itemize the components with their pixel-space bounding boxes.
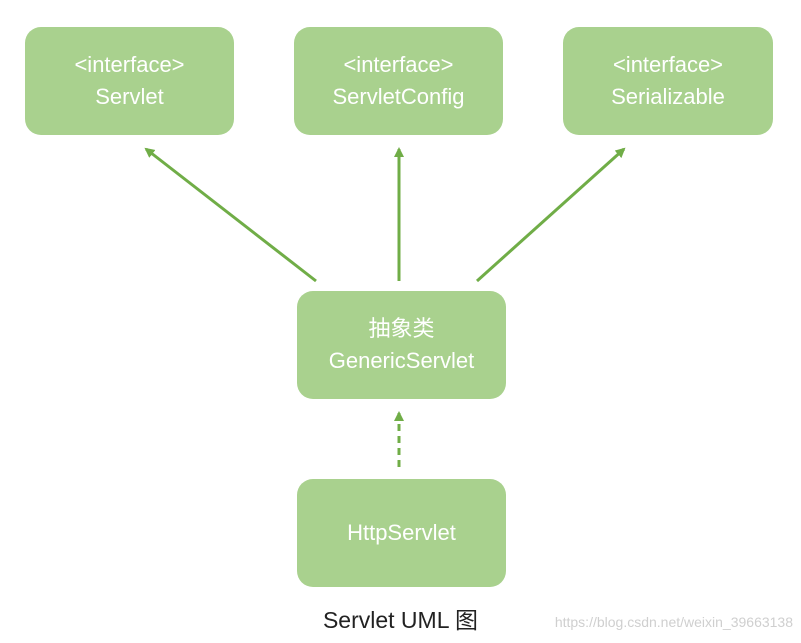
node-name: Servlet xyxy=(95,84,164,109)
node-stereotype: <interface> xyxy=(74,52,185,77)
node-servletconfig-interface: <interface> ServletConfig xyxy=(294,27,503,135)
node-stereotype: <interface> xyxy=(343,52,454,77)
node-name: HttpServlet xyxy=(347,520,456,545)
node-name: Serializable xyxy=(611,84,725,109)
arrow-generic-to-servlet xyxy=(144,147,317,283)
node-stereotype: <interface> xyxy=(612,52,724,77)
node-httpservlet-class: HttpServlet xyxy=(297,479,506,587)
node-name: GenericServlet xyxy=(328,348,475,373)
node-stereotype: 抽象类 xyxy=(368,316,435,341)
diagram-caption: Servlet UML 图 xyxy=(322,607,479,633)
node-serializable-interface: <interface> Serializable xyxy=(563,27,773,135)
node-name: ServletConfig xyxy=(332,84,465,109)
node-servlet-interface: <interface> Servlet xyxy=(25,27,234,135)
watermark-text: https://blog.csdn.net/weixin_39663138 xyxy=(554,614,793,630)
node-genericservlet-abstract-class: 抽象类 GenericServlet xyxy=(297,291,506,399)
arrow-generic-to-serializable xyxy=(475,147,626,283)
